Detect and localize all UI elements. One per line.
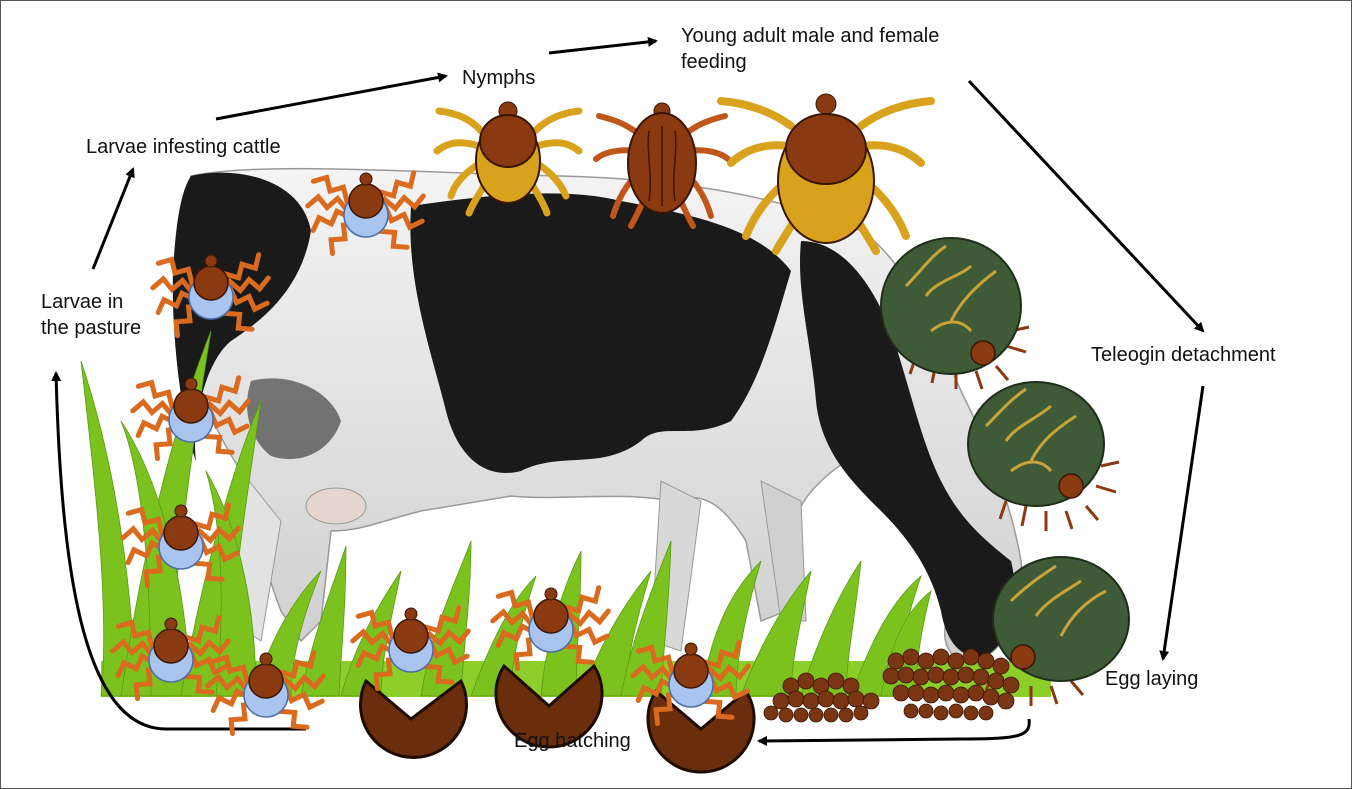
- larva-body: [394, 619, 428, 653]
- label-larvae-in-pasture-line2: the pasture: [41, 315, 141, 341]
- larva-head: [260, 653, 272, 665]
- larva-body: [534, 599, 568, 633]
- label-teleogin-detachment: Teleogin detachment: [1091, 342, 1276, 368]
- label-nymphs: Nymphs: [462, 65, 535, 91]
- label-larvae-infesting-cattle: Larvae infesting cattle: [86, 134, 281, 160]
- female-adult-tick: [721, 94, 931, 251]
- larva-body: [174, 389, 208, 423]
- larva-head: [175, 505, 187, 517]
- label-young-adult-line1: Young adult male and female: [681, 23, 939, 49]
- larva-body: [674, 654, 708, 688]
- label-egg-laying: Egg laying: [1105, 666, 1198, 692]
- larva-head: [685, 643, 697, 655]
- larva-head: [165, 618, 177, 630]
- arrow-detachment-to-laying: [1163, 386, 1203, 659]
- label-young-adult-line2: feeding: [681, 49, 939, 75]
- larva-head: [205, 255, 217, 267]
- larva-head: [185, 378, 197, 390]
- label-larvae-in-pasture: Larvae in the pasture: [41, 289, 141, 341]
- label-young-adult-feeding: Young adult male and female feeding: [681, 23, 939, 75]
- larva-body: [249, 664, 283, 698]
- arrow-laying-to-hatching: [759, 719, 1029, 741]
- larva-body: [349, 184, 383, 218]
- larva-head: [405, 608, 417, 620]
- larva-head: [360, 173, 372, 185]
- label-egg-hatching: Egg hatching: [514, 728, 631, 754]
- larva-body: [154, 629, 188, 663]
- larva-head: [545, 588, 557, 600]
- arrow-nymphs-to-adults: [549, 41, 656, 53]
- arrow-pasture-to-infesting: [93, 169, 133, 269]
- label-larvae-in-pasture-line1: Larvae in: [41, 289, 141, 315]
- larva-body: [164, 516, 198, 550]
- male-adult-tick: [596, 103, 728, 226]
- larva-body: [194, 266, 228, 300]
- arrow-infesting-to-nymphs: [216, 76, 446, 119]
